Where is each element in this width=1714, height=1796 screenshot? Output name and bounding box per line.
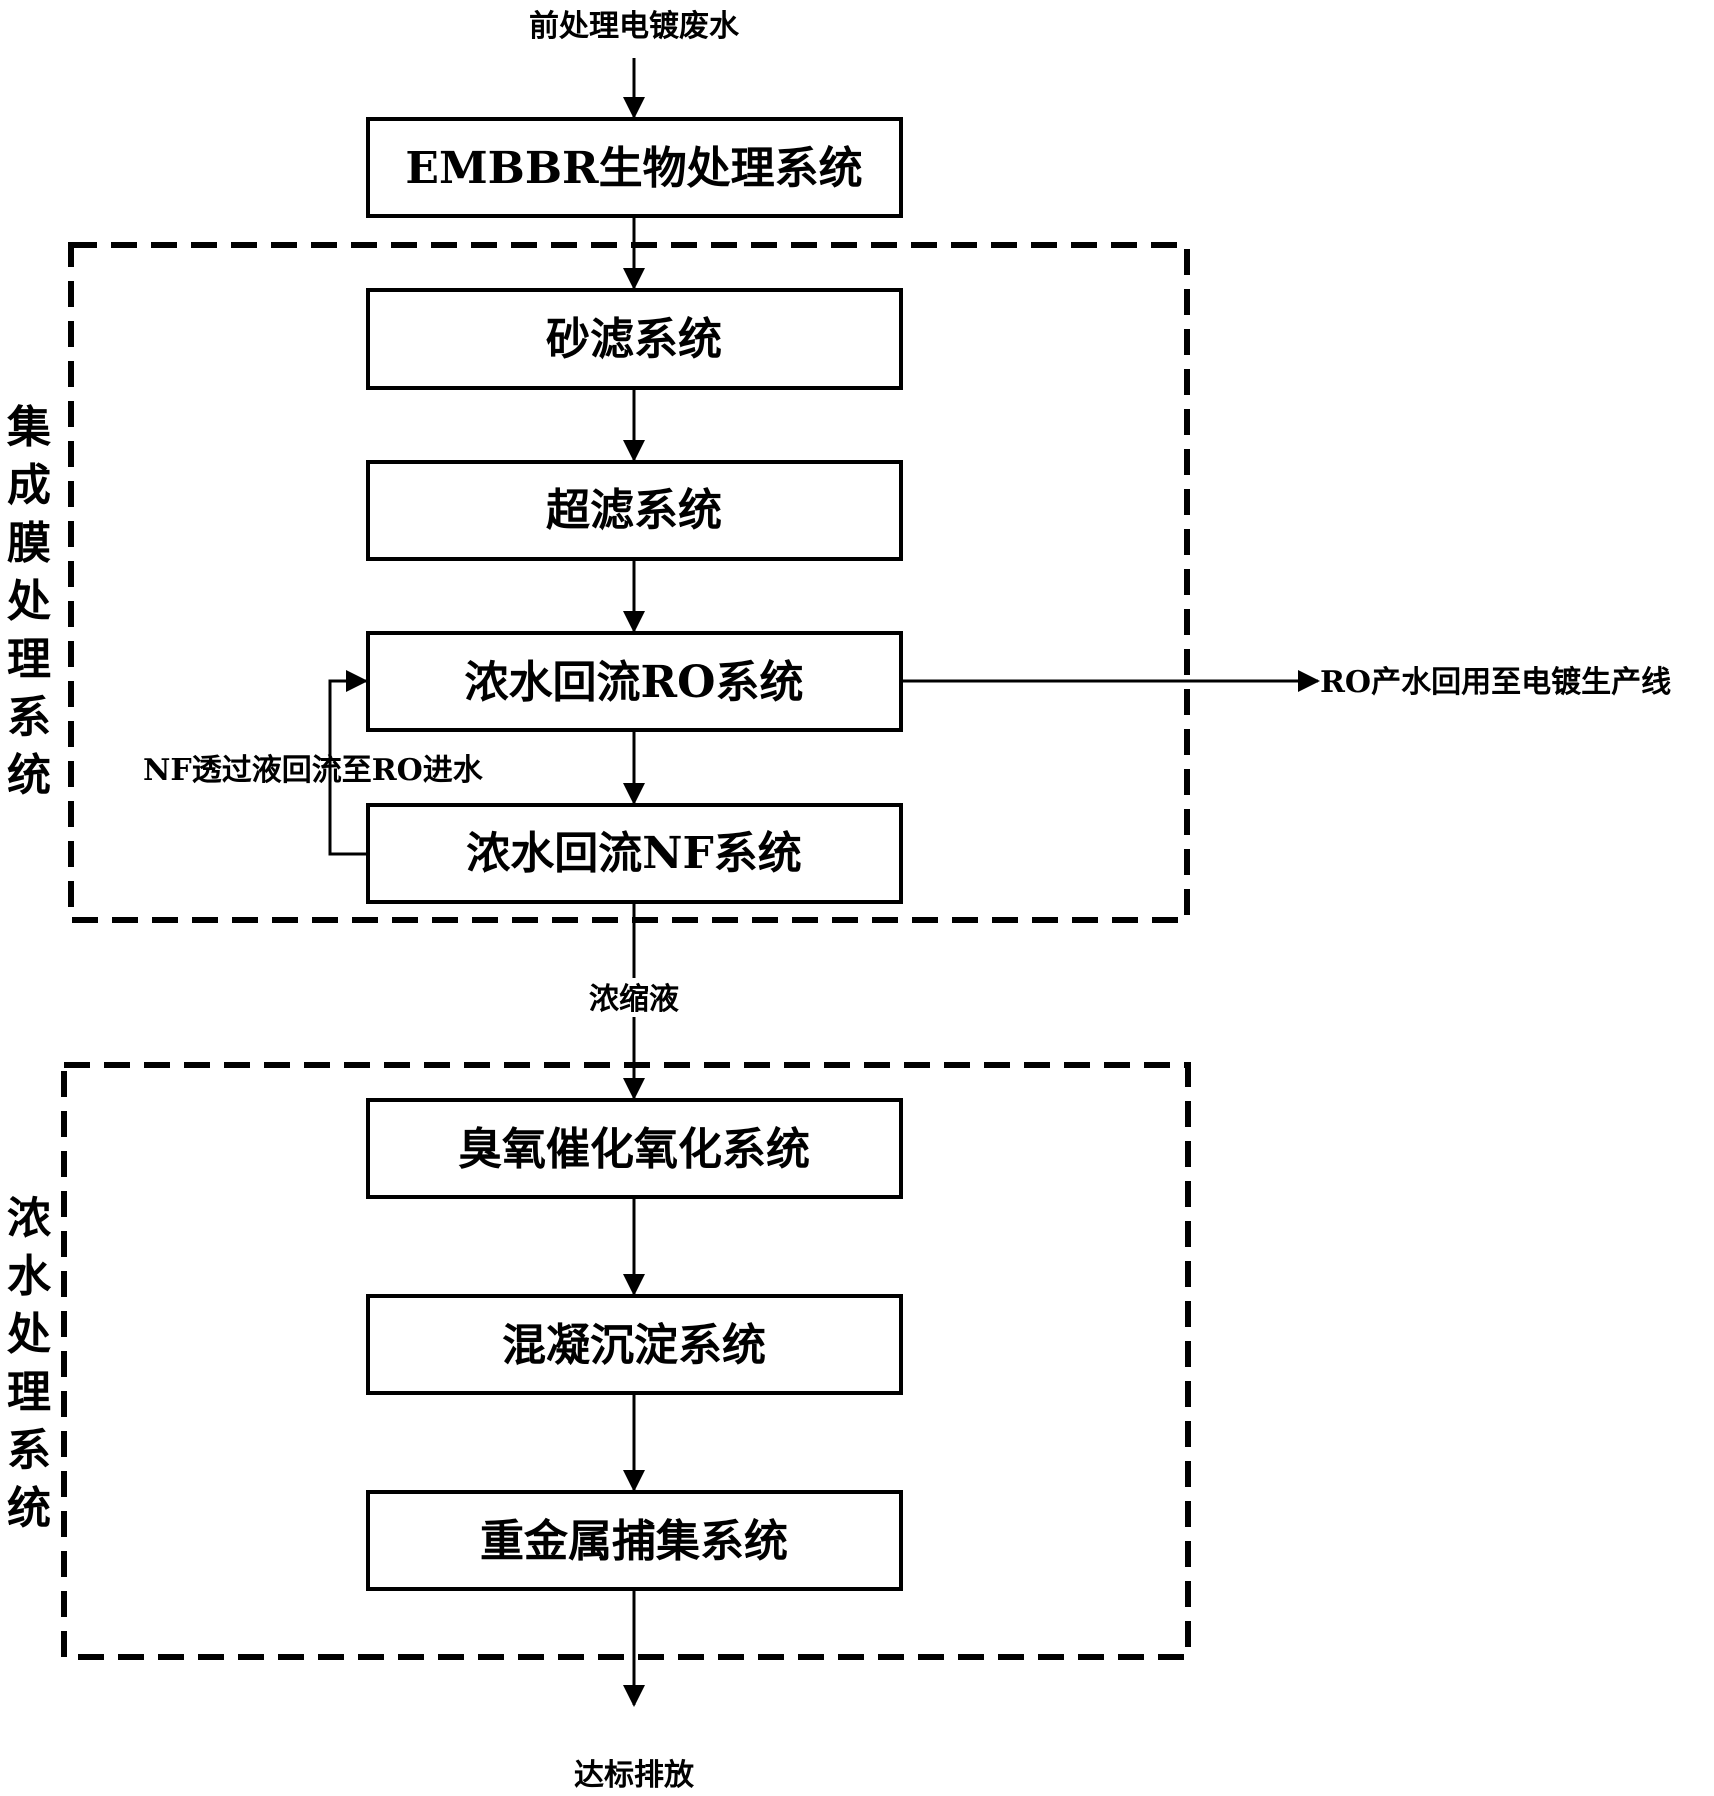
membrane-group-char: 系 [7,692,51,743]
concentrate-group-char: 统 [7,1483,51,1534]
outlet-label: 达标排放 [574,1758,695,1793]
concentrate-group-label: 浓 水 处 理 系 统 [7,1193,52,1534]
sand-filter-box: 砂滤系统 [366,288,903,390]
nf-recycle-label: NF透过液回流至RO进水 [143,753,484,788]
membrane-group-char: 统 [7,750,51,801]
embbr-box: EMBBR生物处理系统 [366,117,903,218]
nf-label: 浓水回流NF系统 [466,828,801,879]
membrane-group-label: 集 成 膜 处 理 系 统 [6,402,51,801]
coagulation-box: 混凝沉淀系统 [366,1294,903,1395]
concentrate-flow-label: 浓缩液 [589,982,679,1017]
nf-recycle-loop [328,670,368,856]
membrane-group-char: 成 [7,460,51,511]
ro-box: 浓水回流RO系统 [366,631,903,732]
concentrate-group-char: 水 [7,1251,52,1302]
embbr-label: EMBBR生物处理系统 [405,143,862,194]
membrane-group-boundary [68,242,1190,923]
heavy-metal-label: 重金属捕集系统 [480,1516,788,1567]
heavy-metal-box: 重金属捕集系统 [366,1490,903,1591]
ultrafiltration-box: 超滤系统 [366,460,903,561]
coagulation-label: 混凝沉淀系统 [502,1320,766,1371]
membrane-group-char: 理 [7,634,51,685]
nf-box: 浓水回流NF系统 [366,803,903,904]
membrane-group-char: 膜 [7,518,51,569]
concentrate-group-boundary [61,1062,1191,1660]
concentrate-group-char: 系 [7,1425,51,1476]
concentrate-group-char: 浓 [7,1193,52,1244]
membrane-group-char: 集 [6,402,51,453]
ultrafiltration-label: 超滤系统 [546,485,722,536]
sand-filter-label: 砂滤系统 [546,314,722,365]
membrane-group-char: 处 [7,576,51,627]
ro-label: 浓水回流RO系统 [465,657,804,708]
ozone-label: 臭氧催化氧化系统 [458,1124,810,1175]
ozone-box: 臭氧催化氧化系统 [366,1098,903,1199]
concentrate-group-char: 处 [7,1309,51,1360]
inlet-label: 前处理电镀废水 [529,9,740,44]
ro-product-label: RO产水回用至电镀生产线 [1320,665,1671,700]
concentrate-group-char: 理 [7,1367,51,1418]
